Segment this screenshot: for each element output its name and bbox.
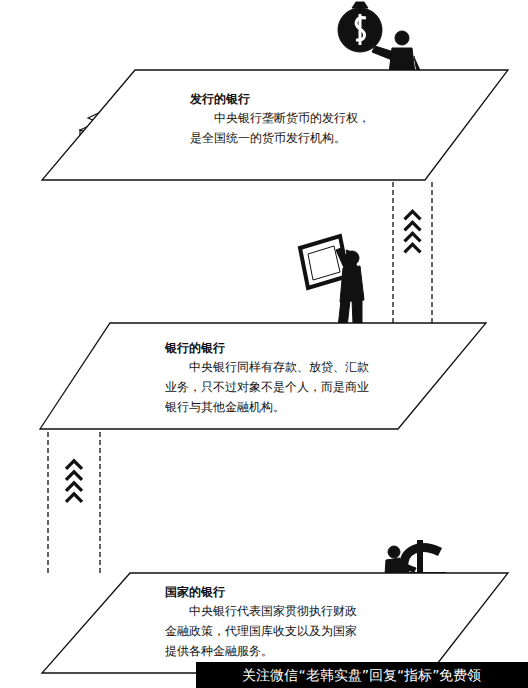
- plane-text: 发行的银行中央银行垄断货币的发行权，是全国统一的货币发行机构。: [190, 90, 372, 148]
- plane-node: 银行的银行中央银行同样有存款、放贷、汇款业务，只不过对象不是个人，而是商业银行与…: [38, 323, 488, 429]
- plane-node: 发行的银行中央银行垄断货币的发行权，是全国统一的货币发行机构。: [40, 70, 510, 180]
- plane-heading: 发行的银行: [190, 90, 372, 108]
- plane-node: 国家的银行中央银行代表国家贯彻执行财政金融政策，代理国库收支以及为国家提供各种金…: [40, 573, 510, 673]
- plane-outline: [40, 573, 510, 673]
- dashed-connector: [393, 180, 432, 323]
- plane-text: 银行的银行中央银行同样有存款、放贷、汇款业务，只不过对象不是个人，而是商业银行与…: [165, 339, 370, 417]
- plane-body: 中央银行同样有存款、放贷、汇款业务，只不过对象不是个人，而是商业银行与其他金融机…: [165, 357, 370, 417]
- plane-heading: 银行的银行: [165, 339, 370, 357]
- plane-body: 中央银行代表国家贯彻执行财政金融政策，代理国库收支以及为国家提供各种金融服务。: [165, 601, 365, 661]
- dashed-connector: [48, 429, 100, 573]
- plane-heading: 国家的银行: [165, 583, 365, 601]
- plane-body: 中央银行垄断货币的发行权，是全国统一的货币发行机构。: [190, 108, 372, 148]
- plane-text: 国家的银行中央银行代表国家贯彻执行财政金融政策，代理国库收支以及为国家提供各种金…: [165, 583, 365, 661]
- watermark: 关注微信“老韩实盘”回复“指标”免费领: [196, 662, 528, 688]
